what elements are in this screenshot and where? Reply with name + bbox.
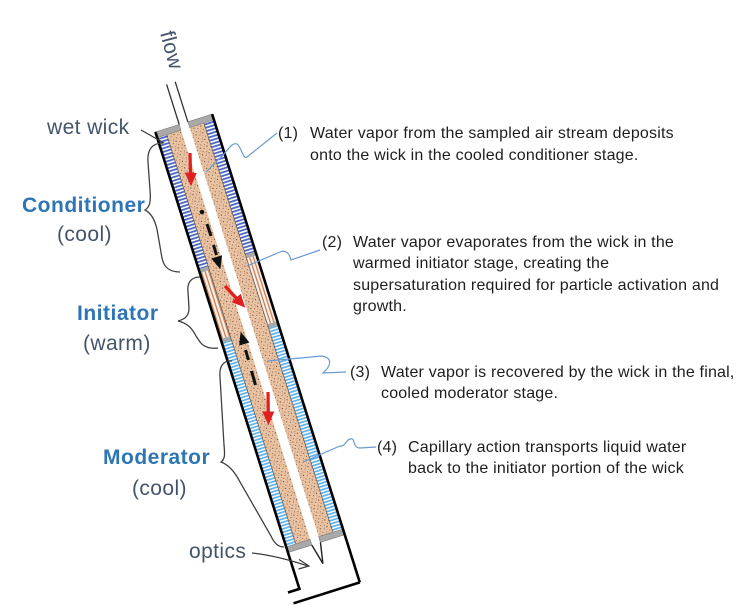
note-line: onto the wick in the cooled conditioner …: [310, 147, 639, 164]
black-dashed-arrow-down: [199, 209, 223, 270]
optics-chamber-bottom: [293, 581, 361, 605]
note-3: (3) Water vapor is recovered by the wick…: [350, 364, 735, 402]
jacket-conditioner-right: [203, 119, 256, 255]
note-number: (3): [350, 364, 370, 381]
red-arrow-moderator: [262, 391, 275, 426]
stage-temp-moderator: (cool): [132, 477, 187, 500]
note-line: back to the initiator portion of the wic…: [408, 460, 685, 477]
wet-wick-pointer: [140, 129, 165, 144]
stage-name-initiator: Initiator: [77, 302, 159, 325]
optics-label: optics: [189, 540, 246, 563]
jacket-initiator-right: [246, 255, 278, 325]
note-line: Capillary action transports liquid water: [408, 439, 687, 456]
red-arrow-conditioner: [184, 152, 197, 187]
leader-note-2: [246, 249, 321, 267]
note-line: Water vapor evaporates from the wick in …: [353, 234, 674, 251]
note-2: (2) Water vapor evaporates from the wick…: [322, 234, 719, 315]
outer-wall-right: [210, 113, 362, 583]
leader-note-3: [267, 355, 347, 374]
note-line: warmed initiator stage, creating the: [352, 255, 609, 272]
stage-separator: [220, 335, 232, 343]
jacket-moderator-right: [268, 324, 343, 533]
wet-wick-label: wet wick: [46, 116, 130, 139]
black-dashed-arrow-up: [239, 331, 257, 386]
flow-label: flow: [155, 28, 187, 72]
note-line: growth.: [353, 298, 407, 315]
stage-temp-conditioner: (cool): [57, 223, 112, 246]
wick-edge: [166, 134, 297, 544]
note-line: Water vapor from the sampled air stream …: [310, 125, 674, 142]
red-arrow-initiator: [223, 284, 246, 308]
stage-separator: [267, 321, 279, 329]
stage-name-moderator: Moderator: [103, 446, 210, 469]
jacket-conditioner-left: [157, 134, 209, 270]
leader-note-1: [205, 132, 278, 173]
stage-name-conditioner: Conditioner: [22, 194, 145, 217]
note-1: (1) Water vapor from the sampled air str…: [278, 125, 674, 164]
optics-pointer: [251, 552, 311, 570]
brace-initiator: [177, 276, 219, 349]
leader-note-4: [302, 438, 377, 463]
wick-left: [166, 130, 311, 544]
inlet-wall-right: [174, 81, 189, 122]
note-line: supersaturation required for particle ac…: [353, 277, 719, 294]
wick-right: [189, 123, 333, 537]
growth-tube: [154, 81, 362, 605]
jacket-moderator-left: [221, 339, 296, 547]
note-line: Water vapor is recovered by the wick in …: [381, 364, 735, 381]
wick-edge: [203, 122, 334, 533]
note-number: (1): [278, 125, 298, 142]
outer-wall-left: [154, 131, 302, 594]
stage-separator: [245, 251, 257, 259]
brace-moderator: [219, 360, 285, 548]
note-4: (4) Capillary action transports liquid w…: [377, 439, 687, 477]
stage-temp-initiator: (warm): [83, 332, 151, 355]
outlet-nozzle: [311, 542, 324, 564]
brace-conditioner: [143, 142, 181, 273]
note-number: (4): [377, 439, 397, 456]
stage-separator: [198, 266, 210, 274]
note-number: (2): [322, 234, 342, 251]
jacket-initiator-left: [199, 270, 231, 339]
inlet-wall-left: [165, 84, 180, 125]
note-line: cooled moderator stage.: [381, 385, 558, 402]
